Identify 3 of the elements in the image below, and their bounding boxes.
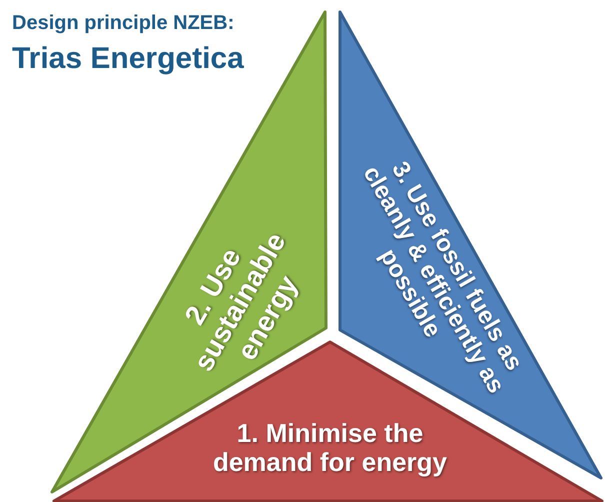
segment-label: 1. Minimise the demand for energy <box>212 418 448 478</box>
subtitle-text: Design principle NZEB: <box>12 12 234 35</box>
title-text: Trias Energetica <box>12 42 244 76</box>
